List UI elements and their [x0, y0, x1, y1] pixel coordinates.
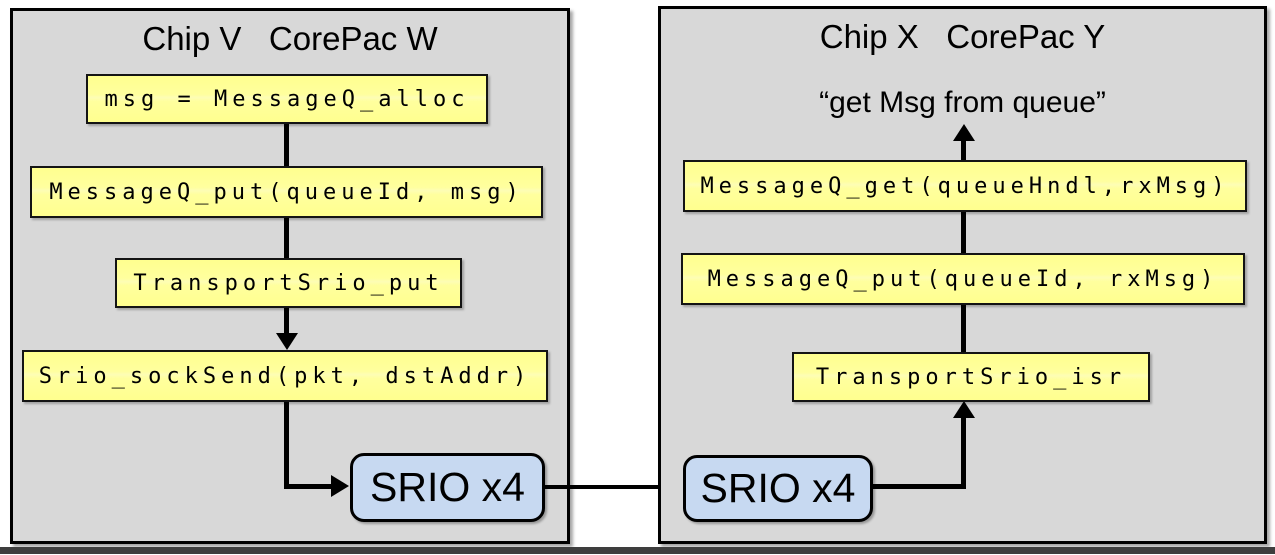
connector-chip-to-chip-line — [545, 485, 666, 489]
left-chip-title: Chip V CorePac W — [142, 20, 438, 57]
step-box-messageq-put-right: MessageQ_put(queueId, rxMsg) — [681, 253, 1245, 305]
connector-socksend-down-line — [284, 400, 289, 489]
step-box-transportsrio-put: TransportSrio_put — [115, 258, 462, 308]
connector-put-to-transport — [284, 216, 289, 260]
step-box-messageq-alloc: msg = MessageQ_alloc — [86, 74, 488, 124]
connector-alloc-to-put — [284, 122, 289, 168]
get-msg-annotation: “get Msg from queue” — [819, 86, 1106, 119]
step-box-srio-socksend: Srio_sockSend(pkt, dstAddr) — [22, 350, 548, 402]
connector-transport-to-socksend-line — [284, 306, 289, 335]
right-srio-node: SRIO x4 — [683, 455, 873, 522]
arrowhead-up-into-isr — [953, 401, 975, 418]
right-chip-title: Chip X CorePac Y — [819, 18, 1106, 55]
connector-get-up-line — [961, 139, 966, 161]
step-box-messageq-get: MessageQ_get(queueHndl,rxMsg) — [683, 160, 1247, 212]
connector-socksend-to-srio-line — [284, 484, 332, 489]
connector-srio-up-line — [961, 416, 966, 489]
connector-srio-to-isr-line — [872, 484, 966, 489]
left-srio-node: SRIO x4 — [350, 453, 545, 522]
arrowhead-down-into-socksend — [276, 333, 298, 350]
arrowhead-up-to-annotation — [953, 124, 975, 141]
arrowhead-right-into-left-srio — [331, 475, 349, 497]
step-box-transportsrio-isr: TransportSrio_isr — [792, 352, 1150, 402]
connector-isr-to-put — [961, 304, 966, 354]
connector-put-to-get — [961, 211, 966, 255]
footer-divider-bar — [0, 547, 1275, 554]
step-box-messageq-put-left: MessageQ_put(queueId, msg) — [30, 166, 543, 218]
